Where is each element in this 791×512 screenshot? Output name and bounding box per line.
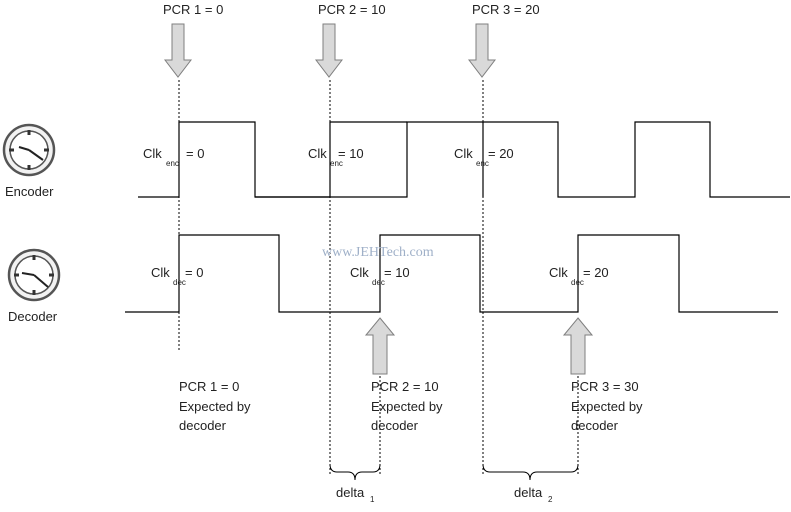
encoder-clock-icon bbox=[2, 123, 56, 177]
expected-pcr3-up-arrow bbox=[562, 317, 594, 375]
svg-text:Clk: Clk bbox=[350, 265, 369, 280]
decoder-clk-label-1: Clk dec = 0 bbox=[151, 265, 203, 287]
delta2-label: delta 2 bbox=[514, 485, 553, 504]
svg-text:delta: delta bbox=[514, 485, 543, 500]
pcr3-label: PCR 3 = 20 bbox=[472, 2, 540, 17]
svg-text:= 20: = 20 bbox=[583, 265, 609, 280]
pcr3-down-arrow bbox=[467, 23, 497, 78]
delta1-brace bbox=[329, 463, 381, 481]
svg-text:enc: enc bbox=[166, 159, 179, 168]
svg-text:dec: dec bbox=[571, 278, 584, 287]
svg-text:enc: enc bbox=[330, 159, 343, 168]
watermark: www.JEHTech.com bbox=[322, 245, 434, 260]
encoder-clk-label-1: Clk enc = 0 bbox=[143, 146, 204, 168]
pcr2-label: PCR 2 = 10 bbox=[318, 2, 386, 17]
decoder-clk-label-3: Clk dec = 20 bbox=[549, 265, 609, 287]
pcr1-down-arrow bbox=[163, 23, 193, 78]
svg-text:PCR 3 = 30: PCR 3 = 30 bbox=[571, 379, 639, 394]
encoder-label: Encoder bbox=[5, 184, 54, 199]
svg-text:dec: dec bbox=[173, 278, 186, 287]
svg-text:decoder: decoder bbox=[371, 418, 419, 433]
expected-pcr2-up-arrow bbox=[364, 317, 396, 375]
svg-text:Clk: Clk bbox=[454, 146, 473, 161]
svg-text:Clk: Clk bbox=[308, 146, 327, 161]
svg-text:= 0: = 0 bbox=[185, 265, 203, 280]
svg-text:2: 2 bbox=[548, 495, 553, 504]
svg-text:= 10: = 10 bbox=[384, 265, 410, 280]
svg-text:1: 1 bbox=[370, 495, 375, 504]
svg-text:= 10: = 10 bbox=[338, 146, 364, 161]
svg-text:Expected by: Expected by bbox=[371, 399, 443, 414]
encoder-clk-label-3: Clk enc = 20 bbox=[454, 146, 514, 168]
svg-text:Clk: Clk bbox=[151, 265, 170, 280]
expected-pcr3-text: PCR 3 = 30 Expected by decoder bbox=[571, 379, 643, 433]
svg-text:Clk: Clk bbox=[143, 146, 162, 161]
encoder-clk-label-2: Clk enc = 10 bbox=[308, 146, 364, 168]
svg-text:enc: enc bbox=[476, 159, 489, 168]
svg-text:decoder: decoder bbox=[571, 418, 619, 433]
svg-text:delta: delta bbox=[336, 485, 365, 500]
svg-text:PCR 1 = 0: PCR 1 = 0 bbox=[179, 379, 239, 394]
delta2-brace bbox=[482, 463, 579, 481]
expected-pcr2-text: PCR 2 = 10 Expected by decoder bbox=[371, 379, 443, 433]
svg-text:Expected by: Expected by bbox=[179, 399, 251, 414]
expected-pcr1-text: PCR 1 = 0 Expected by decoder bbox=[179, 379, 251, 433]
svg-text:Expected by: Expected by bbox=[571, 399, 643, 414]
decoder-waveform bbox=[125, 234, 778, 313]
pcr2-down-arrow bbox=[314, 23, 344, 78]
svg-text:PCR 2 = 10: PCR 2 = 10 bbox=[371, 379, 439, 394]
svg-text:dec: dec bbox=[372, 278, 385, 287]
svg-text:decoder: decoder bbox=[179, 418, 227, 433]
delta1-label: delta 1 bbox=[336, 485, 375, 504]
pcr1-label: PCR 1 = 0 bbox=[163, 2, 223, 17]
svg-text:Clk: Clk bbox=[549, 265, 568, 280]
svg-text:= 20: = 20 bbox=[488, 146, 514, 161]
encoder-waveform-segment bbox=[255, 121, 407, 198]
decoder-label: Decoder bbox=[8, 309, 58, 324]
decoder-clock-icon bbox=[7, 248, 61, 302]
decoder-clk-label-2: Clk dec = 10 bbox=[350, 265, 410, 287]
svg-text:= 0: = 0 bbox=[186, 146, 204, 161]
